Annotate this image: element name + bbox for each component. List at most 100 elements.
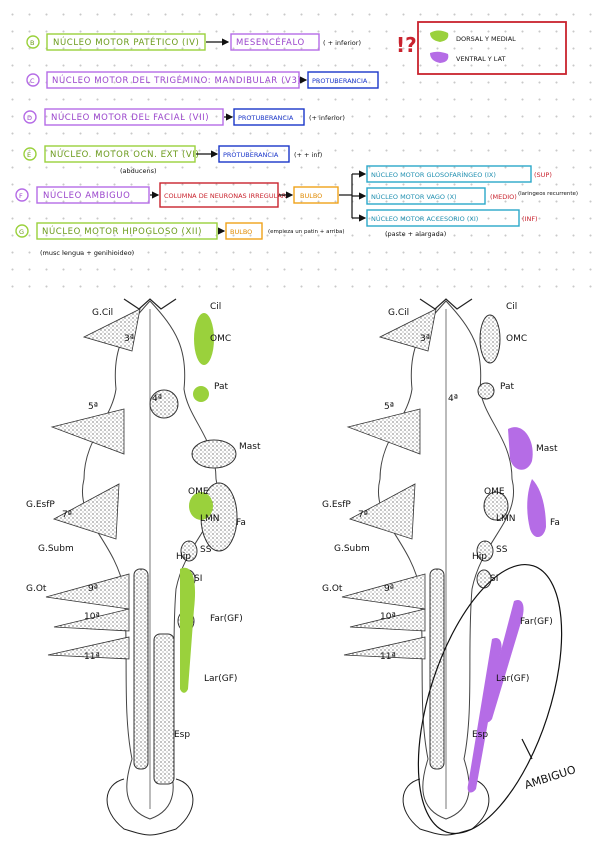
legend-dorsal-label: DORSAL Y MEDIAL — [456, 35, 516, 43]
svg-text:Mast: Mast — [239, 442, 261, 452]
ventral-swatch-icon — [430, 51, 449, 63]
nucleus-label: NÚCLEO MOTOR DEL FACIAL (VII) — [51, 111, 209, 123]
svg-text:10ª: 10ª — [380, 612, 396, 622]
sub-note: (abducens) — [120, 167, 157, 175]
branch-label: NÚCLEO MOTOR GLOSOFARÍNGEO (IX) — [371, 170, 496, 179]
svg-text:Far(GF): Far(GF) — [520, 617, 553, 627]
branch-label: NÚCLEO MOTOR ACCESORIO (XI) — [371, 214, 478, 223]
svg-text:LMN: LMN — [200, 514, 220, 524]
svg-text:E: E — [27, 151, 31, 159]
svg-text:11ª: 11ª — [380, 652, 396, 662]
svg-text:Cil: Cil — [506, 302, 517, 312]
svg-text:C: C — [30, 77, 35, 85]
svg-text:G: G — [19, 228, 24, 236]
ome-nucleus — [189, 492, 213, 520]
svg-text:G.Cil: G.Cil — [92, 308, 113, 318]
svg-text:7ª: 7ª — [62, 510, 72, 520]
branch-tag: (MEDIO) — [490, 193, 517, 201]
svg-text:SI: SI — [194, 574, 202, 584]
branch-tag: (SUP) — [534, 171, 552, 179]
svg-text:OMC: OMC — [506, 334, 527, 344]
svg-text:3ª: 3ª — [124, 334, 134, 344]
svg-text:Fa: Fa — [550, 518, 560, 528]
nucleus-label: NÚCLEO. MOTOR OCN. EXT (VI) — [50, 148, 199, 160]
svg-text:Hip: Hip — [176, 552, 191, 562]
row-d: D NÚCLEO MOTOR DEL FACIAL (VII) PROTUBER… — [23, 108, 345, 126]
exclamation-mark: !? — [396, 33, 417, 57]
far-nucleus — [483, 599, 524, 723]
svg-text:Lar(GF): Lar(GF) — [496, 674, 529, 684]
svg-text:4ª: 4ª — [448, 394, 458, 404]
target-label: PROTUBERANCIA — [312, 77, 368, 85]
svg-text:G.Subm: G.Subm — [38, 544, 74, 554]
target-label: BULBO — [230, 228, 252, 236]
target-label: PROTUBERANCIA — [238, 114, 294, 122]
svg-text:OME: OME — [484, 487, 505, 497]
legend: !? DORSAL Y MEDIAL VENTRAL Y LAT — [396, 21, 567, 75]
svg-text:G.Ot: G.Ot — [322, 584, 343, 594]
svg-text:10ª: 10ª — [84, 612, 100, 622]
svg-text:D: D — [27, 114, 32, 122]
svg-text:Esp: Esp — [472, 730, 488, 740]
row-c: C NÚCLEO MOTOR DEL TRIGÉMINO: MANDIBULAR… — [26, 71, 379, 89]
svg-text:SS: SS — [496, 545, 508, 555]
target-label: PROTUBERANCIA — [223, 151, 279, 159]
svg-text:9ª: 9ª — [384, 584, 394, 594]
svg-text:Pat: Pat — [214, 382, 229, 392]
omc-nucleus — [194, 313, 214, 365]
branch-label: NÚCLEO MOTOR VAGO (X) — [371, 192, 457, 201]
lar-esp-nucleus — [467, 637, 502, 793]
target-label: COLUMNA DE NEURONAS IRREGULAR — [164, 192, 287, 200]
nucleus-label: NÚCLEO MOTOR HIPOGLOSO (XII) — [42, 225, 202, 237]
svg-text:SI: SI — [490, 574, 498, 584]
svg-text:LMN: LMN — [496, 514, 516, 524]
legend-ventral-label: VENTRAL Y LAT — [456, 55, 506, 63]
svg-text:G.EsfP: G.EsfP — [26, 500, 55, 510]
svg-text:Esp: Esp — [174, 730, 190, 740]
brainstem-diagram-right: AMBIGUO G.Cil 3ª Cil OMC 4ª Pat 5ª Mast … — [300, 289, 593, 837]
sub-note: (musc lengua + genihioideo) — [40, 249, 134, 257]
hip-nucleus — [180, 567, 196, 693]
row-letter: B — [30, 39, 34, 47]
svg-text:4ª: 4ª — [152, 394, 162, 404]
svg-text:G.Ot: G.Ot — [26, 584, 47, 594]
branch-extra: (paste + alargada) — [385, 230, 446, 238]
mast-nucleus — [508, 427, 533, 470]
svg-text:Hip: Hip — [472, 552, 487, 562]
nucleus-label: NÚCLEO MOTOR PATÉTICO (IV) — [53, 36, 199, 48]
handwritten-notes: B NÚCLEO MOTOR PATÉTICO (IV) MESENCÉFALO… — [15, 21, 578, 257]
svg-text:Pat: Pat — [500, 382, 515, 392]
row-g: G NÚCLEO MOTOR HIPOGLOSO (XII) BULBO (em… — [15, 222, 344, 257]
svg-text:Far(GF): Far(GF) — [210, 614, 243, 624]
svg-text:5ª: 5ª — [88, 402, 98, 412]
svg-text:3ª: 3ª — [420, 334, 430, 344]
note: ( + inferior) — [323, 39, 361, 47]
note: (+ + inf) — [294, 151, 322, 159]
svg-text:G.Subm: G.Subm — [334, 544, 370, 554]
ambiguo-outline — [417, 563, 563, 835]
svg-text:7ª: 7ª — [358, 510, 368, 520]
dorsal-swatch-icon — [430, 30, 449, 42]
svg-text:Fa: Fa — [236, 518, 246, 528]
row-b: B NÚCLEO MOTOR PATÉTICO (IV) MESENCÉFALO… — [26, 33, 361, 51]
svg-text:F: F — [19, 192, 23, 200]
svg-text:9ª: 9ª — [88, 584, 98, 594]
svg-text:SS: SS — [200, 545, 212, 555]
svg-text:G.Cil: G.Cil — [388, 308, 409, 318]
note: (+ inferior) — [309, 114, 345, 122]
row-e: E NÚCLEO. MOTOR OCN. EXT (VI) PROTUBERAN… — [23, 145, 322, 175]
svg-text:Mast: Mast — [536, 444, 558, 454]
svg-text:5ª: 5ª — [384, 402, 394, 412]
svg-text:G.EsfP: G.EsfP — [322, 500, 351, 510]
svg-text:11ª: 11ª — [84, 652, 100, 662]
nucleus-label: NÚCLEO MOTOR DEL TRIGÉMINO: MANDIBULAR (… — [52, 74, 301, 86]
note: (empieza un patin + arriba) — [268, 229, 344, 235]
branch-extra: (laringeos recurrente) — [518, 191, 578, 197]
pat-nucleus — [193, 386, 209, 402]
target2-label: BULBO — [300, 192, 322, 200]
nucleus-label: NÚCLEO AMBIGUO — [43, 189, 130, 201]
branch-tag: (INF) — [522, 215, 538, 223]
fa-nucleus — [527, 479, 546, 538]
svg-text:OME: OME — [188, 487, 209, 497]
ambiguo-label: AMBIGUO — [523, 763, 578, 792]
